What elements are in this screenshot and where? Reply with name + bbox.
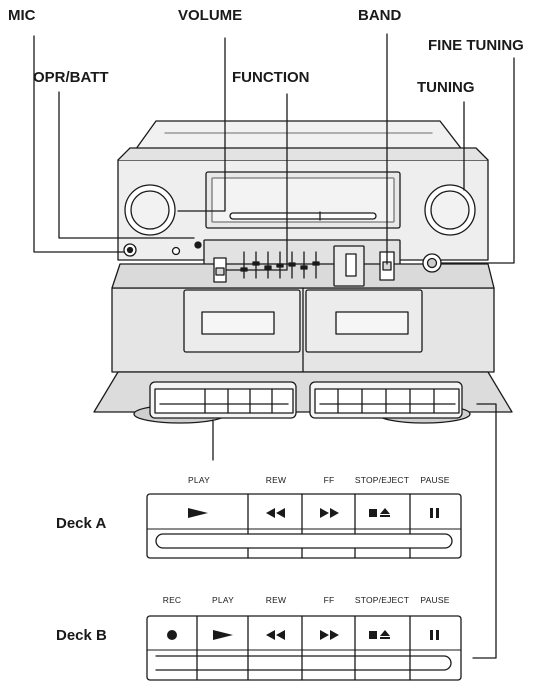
- deck-a-stop-eject-caption: STOP/EJECT: [354, 475, 410, 485]
- stop-eject-icon: [369, 630, 390, 639]
- rewind-icon: [266, 630, 285, 640]
- fine-tuning-label: FINE TUNING: [428, 37, 524, 54]
- mic-label: MIC: [8, 7, 36, 24]
- stereo-unit: [93, 120, 513, 424]
- deck-b-stop-eject-caption: STOP/EJECT: [354, 595, 410, 605]
- deck-b-label: Deck B: [56, 627, 107, 644]
- tuning-label: TUNING: [417, 79, 475, 96]
- deck-b-panel: [146, 615, 462, 681]
- deck-a-pause-caption: PAUSE: [420, 475, 450, 485]
- mic-level-icon: [171, 246, 181, 256]
- band-label: BAND: [358, 7, 402, 24]
- volume-label: VOLUME: [178, 7, 243, 24]
- record-icon: [167, 630, 177, 640]
- deck-b-pause-caption: PAUSE: [420, 595, 450, 605]
- unit-deck-a-keys: [149, 381, 297, 419]
- leader-lines: [33, 33, 515, 659]
- fast-forward-icon: [320, 508, 339, 518]
- pause-icon: [430, 630, 439, 640]
- play-icon: [188, 508, 208, 518]
- opr-batt-label: OPR/BATT: [33, 69, 109, 86]
- pause-icon: [430, 508, 439, 518]
- fast-forward-icon: [320, 630, 339, 640]
- deck-a-play-caption: PLAY: [188, 475, 210, 485]
- opr-batt-indicator-icon: [194, 241, 202, 249]
- deck-b-rec-caption: REC: [162, 595, 182, 605]
- function-label: FUNCTION: [232, 69, 310, 86]
- stop-eject-icon: [369, 508, 390, 517]
- deck-a-label: Deck A: [56, 515, 107, 532]
- deck-b-rew-caption: REW: [265, 595, 287, 605]
- rewind-icon: [266, 508, 285, 518]
- deck-a-ff-caption: FF: [323, 475, 335, 485]
- deck-a-rew-caption: REW: [265, 475, 287, 485]
- unit-deck-b-keys: [309, 381, 463, 419]
- play-icon: [213, 630, 233, 640]
- deck-a-panel: [146, 493, 462, 559]
- deck-b-ff-caption: FF: [323, 595, 335, 605]
- deck-b-play-caption: PLAY: [212, 595, 234, 605]
